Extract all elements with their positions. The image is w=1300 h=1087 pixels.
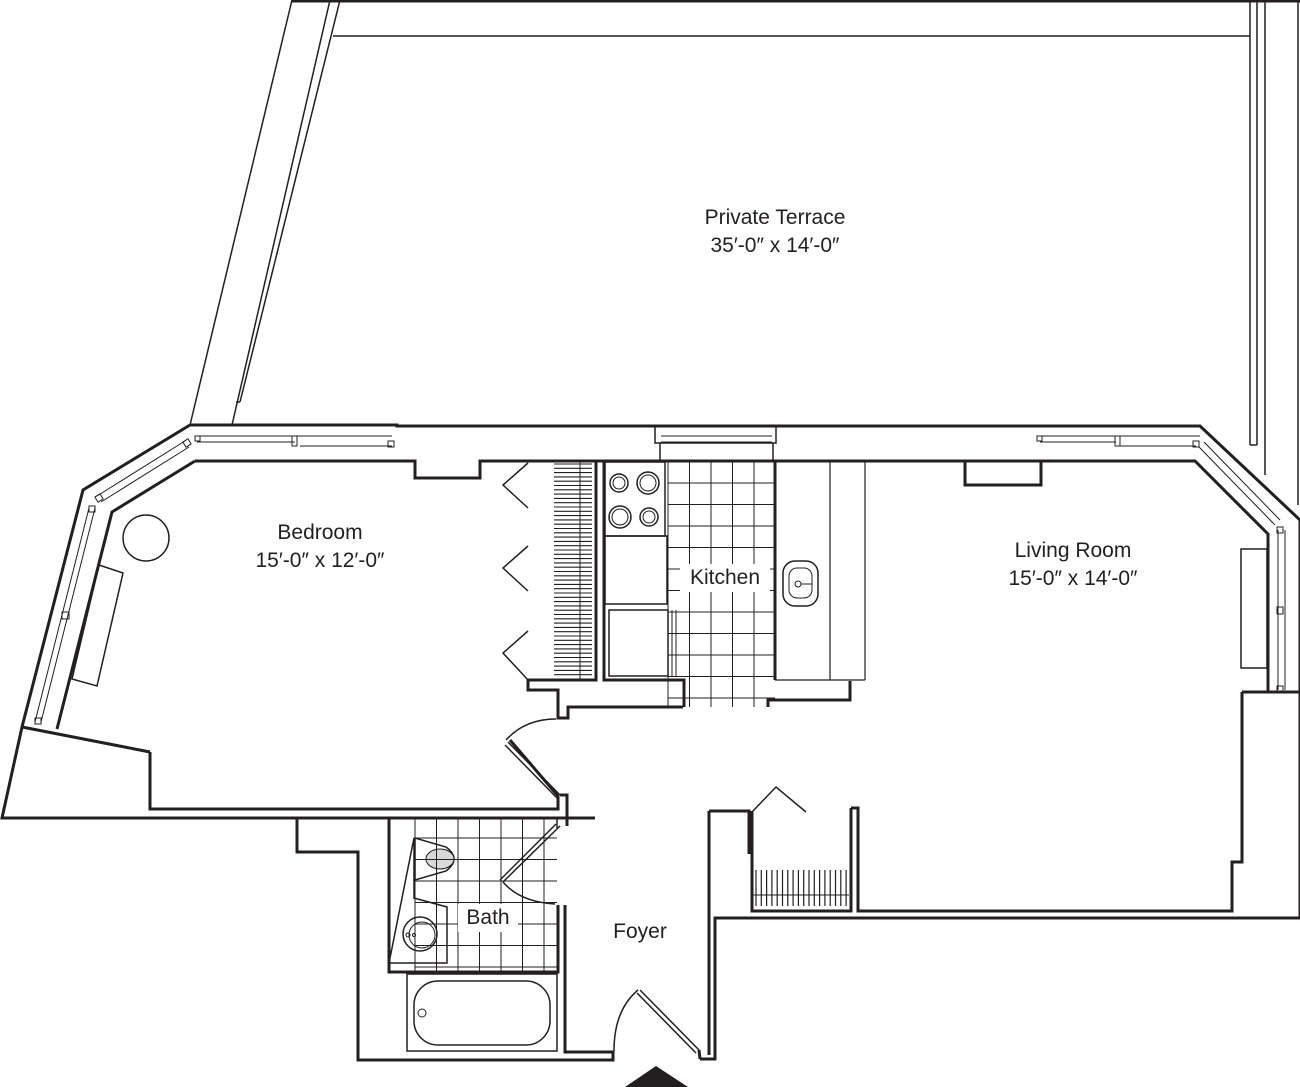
bath-floor-tiles [414,818,557,972]
room-label-foyer: Foyer [600,918,680,946]
refrigerator-icon [608,609,669,677]
room-label-kitchen: Kitchen [680,564,770,592]
room-name: Bath [458,904,518,932]
terrace-outline [189,0,1300,505]
closet-hangers [554,463,592,676]
kitchen-sink-icon [782,560,819,607]
room-name: Private Terrace [704,206,846,229]
exterior-wall [0,423,1300,1062]
radiator-icon [71,564,124,687]
room-name: Living Room [1014,539,1132,562]
room-label-terrace: Private Terrace 35′-0″ x 14′-0″ [660,204,890,260]
room-dimensions: 15′-0″ x 12′-0″ [255,549,385,572]
room-name: Foyer [613,920,667,943]
windows [34,425,1286,725]
bathtub-icon [413,980,551,1046]
foyer [504,718,853,1087]
room-name: Kitchen [680,564,770,592]
room-name: Bedroom [277,521,363,544]
entrance-arrow-icon [625,1066,688,1087]
room-label-living: Living Room 15′-0″ x 14′-0″ [958,537,1188,593]
round-table-icon [122,514,170,562]
stove-icon [604,461,666,537]
room-dimensions: 15′-0″ x 14′-0″ [1008,567,1138,590]
room-label-bedroom: Bedroom 15′-0″ x 12′-0″ [205,519,435,575]
foyer-closet-hangers [755,870,847,906]
bath [387,816,561,1052]
kitchen [602,461,866,707]
bathtub-frame [406,973,558,1052]
bedroom-furnishings [71,514,170,687]
counter-icon [604,535,668,605]
room-dimensions: 35′-0″ x 14′-0″ [710,234,840,257]
room-label-bath: Bath [458,904,518,932]
living-radiator-icon [1240,548,1268,669]
